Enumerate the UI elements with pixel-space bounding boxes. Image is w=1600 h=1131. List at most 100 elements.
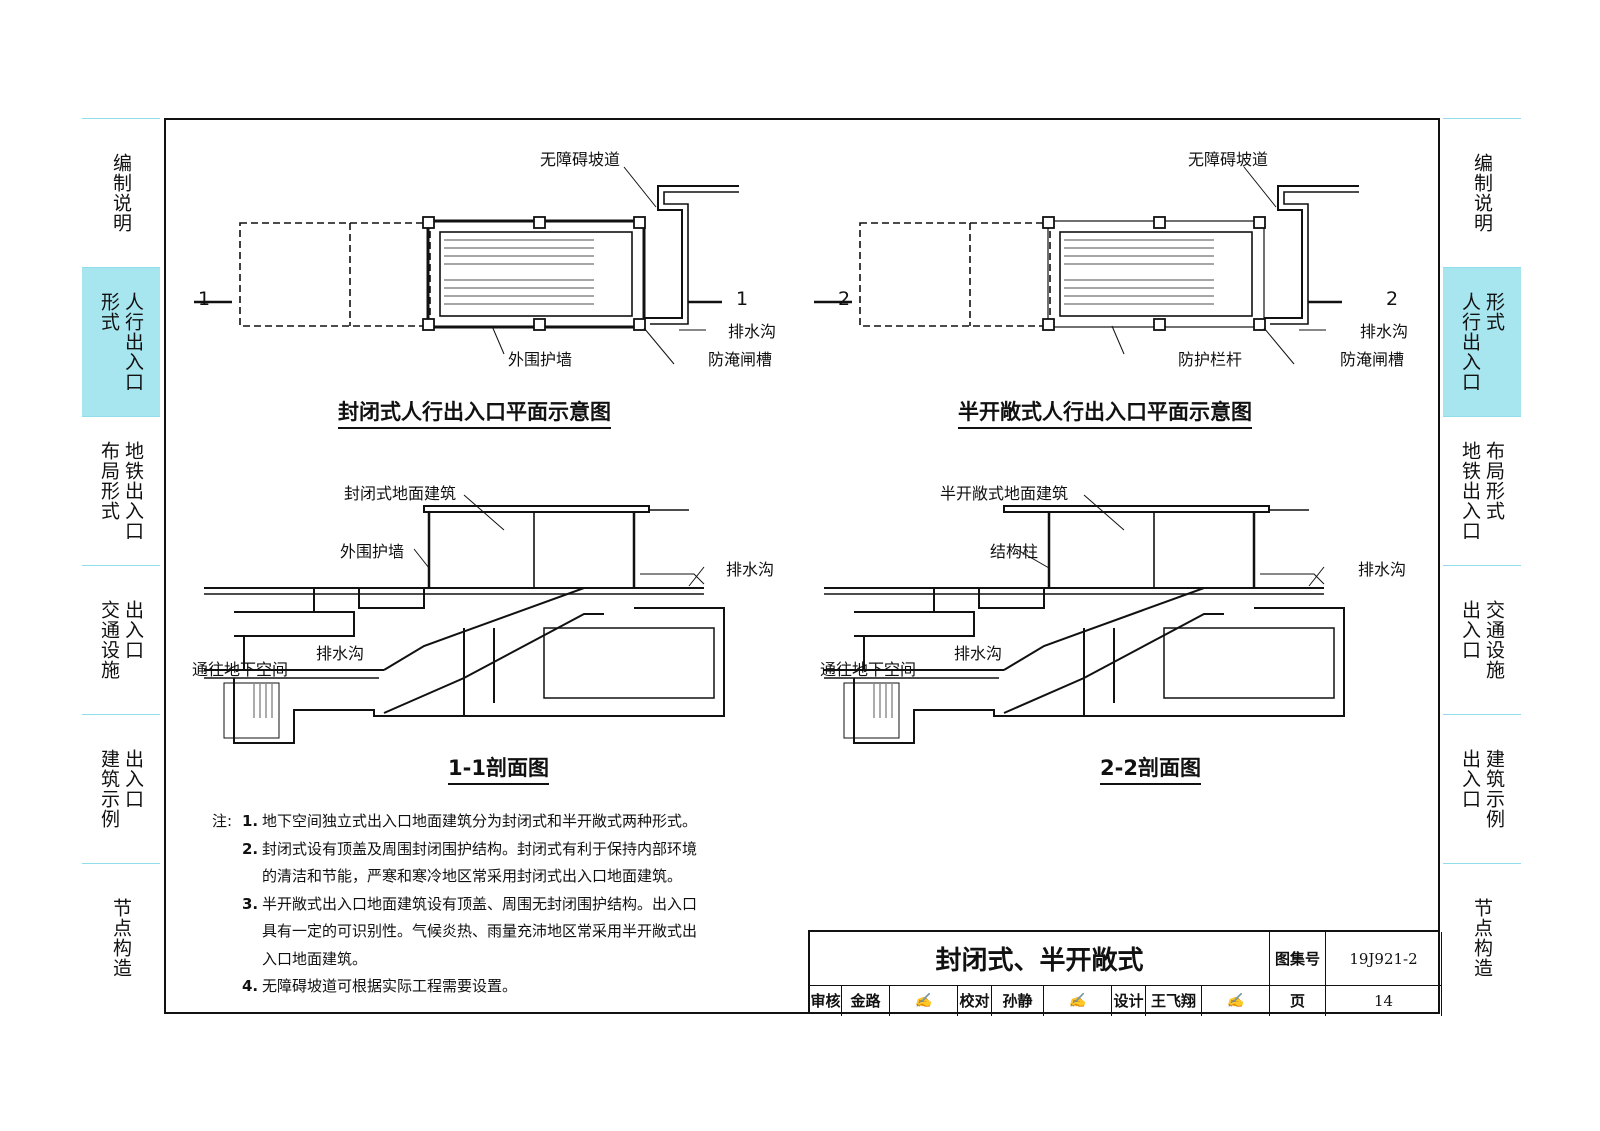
side-tab-label: 编制说明 bbox=[1471, 153, 1493, 233]
note-number: 2. bbox=[242, 839, 259, 858]
plan-left-drawing bbox=[194, 166, 739, 365]
section-right-building-label: 半开敞式地面建筑 bbox=[940, 484, 1069, 503]
side-tab-label-line: 出入口 bbox=[1459, 749, 1481, 809]
note-text: 封闭式设有顶盖及周围封闭围护结构。封闭式有利于保持内部环境 bbox=[262, 839, 698, 858]
side-tab-4[interactable]: 交通设施出入口 bbox=[82, 565, 160, 714]
notes: 注:1.地下空间独立式出入口地面建筑分为封闭式和半开敞式两种形式。2.封闭式设有… bbox=[212, 808, 752, 1001]
section-left-underground-label: 通往地下空间 bbox=[192, 660, 289, 679]
side-tab-label-line: 节点构造 bbox=[110, 898, 132, 978]
plan-right-title: 半开敞式人行出入口平面示意图 bbox=[958, 396, 1252, 429]
note-prefix bbox=[212, 973, 242, 1001]
side-tab-label-line: 建筑示例 bbox=[98, 749, 120, 829]
note-text: 的清洁和节能，严寒和寒冷地区常采用封闭式出入口地面建筑。 bbox=[262, 867, 683, 885]
side-tab-label-line: 出入口 bbox=[122, 749, 144, 809]
side-tab-label-line: 出入口 bbox=[1459, 600, 1481, 660]
note-text: 无障碍坡道可根据实际工程需要设置。 bbox=[262, 977, 518, 995]
section-right-underground-label: 通往地下空间 bbox=[820, 660, 917, 679]
note-line: 具有一定的可识别性。气候炎热、雨量充沛地区常采用半开敞式出 bbox=[212, 918, 752, 946]
side-tab-label-line: 人行出入口 bbox=[122, 292, 144, 392]
side-tab-3[interactable]: 地铁出入口布局形式 bbox=[1443, 416, 1521, 565]
side-tab-label: 布局形式地铁出入口 bbox=[98, 441, 144, 541]
side-tabs-right: 编制说明人行出入口形式地铁出入口布局形式出入口交通设施出入口建筑示例节点构造 bbox=[1443, 118, 1521, 1014]
note-text: 地下空间独立式出入口地面建筑分为封闭式和半开敞式两种形式。 bbox=[262, 812, 698, 830]
side-tab-6[interactable]: 节点构造 bbox=[82, 863, 160, 1012]
note-text: 具有一定的可识别性。气候炎热、雨量充沛地区常采用半开敞式出 bbox=[262, 922, 698, 940]
side-tab-label: 出入口建筑示例 bbox=[1459, 749, 1505, 829]
side-tab-label-line: 交通设施 bbox=[98, 600, 120, 680]
side-tab-label-line: 布局形式 bbox=[98, 441, 120, 521]
page-label: 页 bbox=[1270, 985, 1326, 1016]
note-line: 的清洁和节能，严寒和寒冷地区常采用封闭式出入口地面建筑。 bbox=[212, 863, 752, 891]
side-tab-4[interactable]: 出入口交通设施 bbox=[1443, 565, 1521, 714]
side-tab-5[interactable]: 建筑示例出入口 bbox=[82, 714, 160, 863]
note-line: 入口地面建筑。 bbox=[212, 946, 752, 974]
side-tab-label: 出入口交通设施 bbox=[1459, 600, 1505, 680]
atlas-label: 图集号 bbox=[1270, 932, 1326, 985]
side-tab-2[interactable]: 形式人行出入口 bbox=[82, 267, 160, 416]
page-number: 14 bbox=[1326, 985, 1442, 1016]
plan-right-drawing bbox=[814, 166, 1359, 365]
plan-right-section-mark-left: 2 bbox=[838, 288, 851, 310]
plan-right-section-mark-right: 2 bbox=[1386, 288, 1399, 310]
side-tab-label-line: 建筑示例 bbox=[1483, 749, 1505, 829]
note-line: 4.无障碍坡道可根据实际工程需要设置。 bbox=[212, 973, 752, 1001]
note-line: 2.封闭式设有顶盖及周围封闭围护结构。封闭式有利于保持内部环境 bbox=[212, 836, 752, 864]
note-prefix bbox=[212, 836, 242, 864]
section-left-building-label: 封闭式地面建筑 bbox=[344, 484, 457, 503]
plan-left-section-mark-right: 1 bbox=[736, 288, 749, 310]
side-tab-5[interactable]: 出入口建筑示例 bbox=[1443, 714, 1521, 863]
side-tab-label: 形式人行出入口 bbox=[98, 292, 144, 392]
review-label: 审核 bbox=[810, 985, 842, 1016]
note-line: 注:1.地下空间独立式出入口地面建筑分为封闭式和半开敞式两种形式。 bbox=[212, 808, 752, 836]
note-line: 3.半开敞式出入口地面建筑设有顶盖、周围无封闭围护结构。出入口 bbox=[212, 891, 752, 919]
section-left-title: 1-1剖面图 bbox=[448, 752, 549, 785]
drawing-frame bbox=[164, 118, 1440, 1014]
side-tab-label-line: 编制说明 bbox=[110, 153, 132, 233]
note-number: 1. bbox=[242, 812, 259, 830]
note-text: 入口地面建筑。 bbox=[262, 949, 368, 968]
side-tab-label-line: 布局形式 bbox=[1483, 441, 1505, 521]
side-tab-6[interactable]: 节点构造 bbox=[1443, 863, 1521, 1012]
plan-right-ramp-label: 无障碍坡道 bbox=[1188, 150, 1269, 169]
side-tab-label: 编制说明 bbox=[110, 153, 132, 233]
note-number: 3. bbox=[242, 894, 259, 913]
plan-left-drain-label: 排水沟 bbox=[728, 322, 777, 341]
section-right-drain-top-label: 排水沟 bbox=[1358, 560, 1407, 579]
plan-left-wall-label: 外围护墙 bbox=[508, 350, 573, 369]
section-left-drawing bbox=[204, 494, 725, 744]
side-tab-1[interactable]: 编制说明 bbox=[82, 118, 160, 267]
design-signature: ✍ bbox=[1202, 985, 1270, 1016]
plan-left-title: 封闭式人行出入口平面示意图 bbox=[338, 396, 611, 429]
note-text: 半开敞式出入口地面建筑设有顶盖、周围无封闭围护结构。出入口 bbox=[262, 894, 698, 913]
side-tab-label-line: 人行出入口 bbox=[1459, 292, 1481, 392]
title-block: 封闭式、半开敞式 图集号 19J921-2 审核 金路 ✍ 校对 孙静 ✍ 设计… bbox=[808, 930, 1442, 1016]
section-left-drain-top-label: 排水沟 bbox=[726, 560, 775, 579]
section-right-drawing bbox=[824, 494, 1345, 744]
side-tab-1[interactable]: 编制说明 bbox=[1443, 118, 1521, 267]
side-tab-label: 交通设施出入口 bbox=[98, 600, 144, 680]
side-tab-label: 节点构造 bbox=[110, 898, 132, 978]
side-tab-label: 地铁出入口布局形式 bbox=[1459, 441, 1505, 541]
plan-left-section-mark-left: 1 bbox=[198, 288, 211, 310]
plan-left-ramp-label: 无障碍坡道 bbox=[540, 150, 621, 169]
side-tab-label: 节点构造 bbox=[1471, 898, 1493, 978]
section-left-drain-low-label: 排水沟 bbox=[316, 644, 365, 663]
note-number: 4. bbox=[242, 977, 259, 995]
section-left-wall-label: 外围护墙 bbox=[340, 542, 405, 561]
check-signature: ✍ bbox=[1044, 985, 1112, 1016]
design-label: 设计 bbox=[1112, 985, 1146, 1016]
plan-right-drain-label: 排水沟 bbox=[1360, 322, 1409, 341]
side-tab-label-line: 地铁出入口 bbox=[122, 441, 144, 541]
side-tab-label-line: 节点构造 bbox=[1471, 898, 1493, 978]
atlas-number: 19J921-2 bbox=[1326, 932, 1442, 985]
review-name: 金路 bbox=[842, 985, 890, 1016]
side-tab-2[interactable]: 人行出入口形式 bbox=[1443, 267, 1521, 416]
side-tab-label-line: 交通设施 bbox=[1483, 600, 1505, 680]
side-tab-label: 人行出入口形式 bbox=[1459, 292, 1505, 392]
review-signature: ✍ bbox=[890, 985, 958, 1016]
plan-right-rail-label: 防护栏杆 bbox=[1178, 350, 1243, 369]
side-tab-label-line: 形式 bbox=[1483, 292, 1505, 332]
technical-drawing bbox=[194, 166, 1359, 744]
side-tab-3[interactable]: 布局形式地铁出入口 bbox=[82, 416, 160, 565]
section-right-column-label: 结构柱 bbox=[990, 542, 1039, 561]
